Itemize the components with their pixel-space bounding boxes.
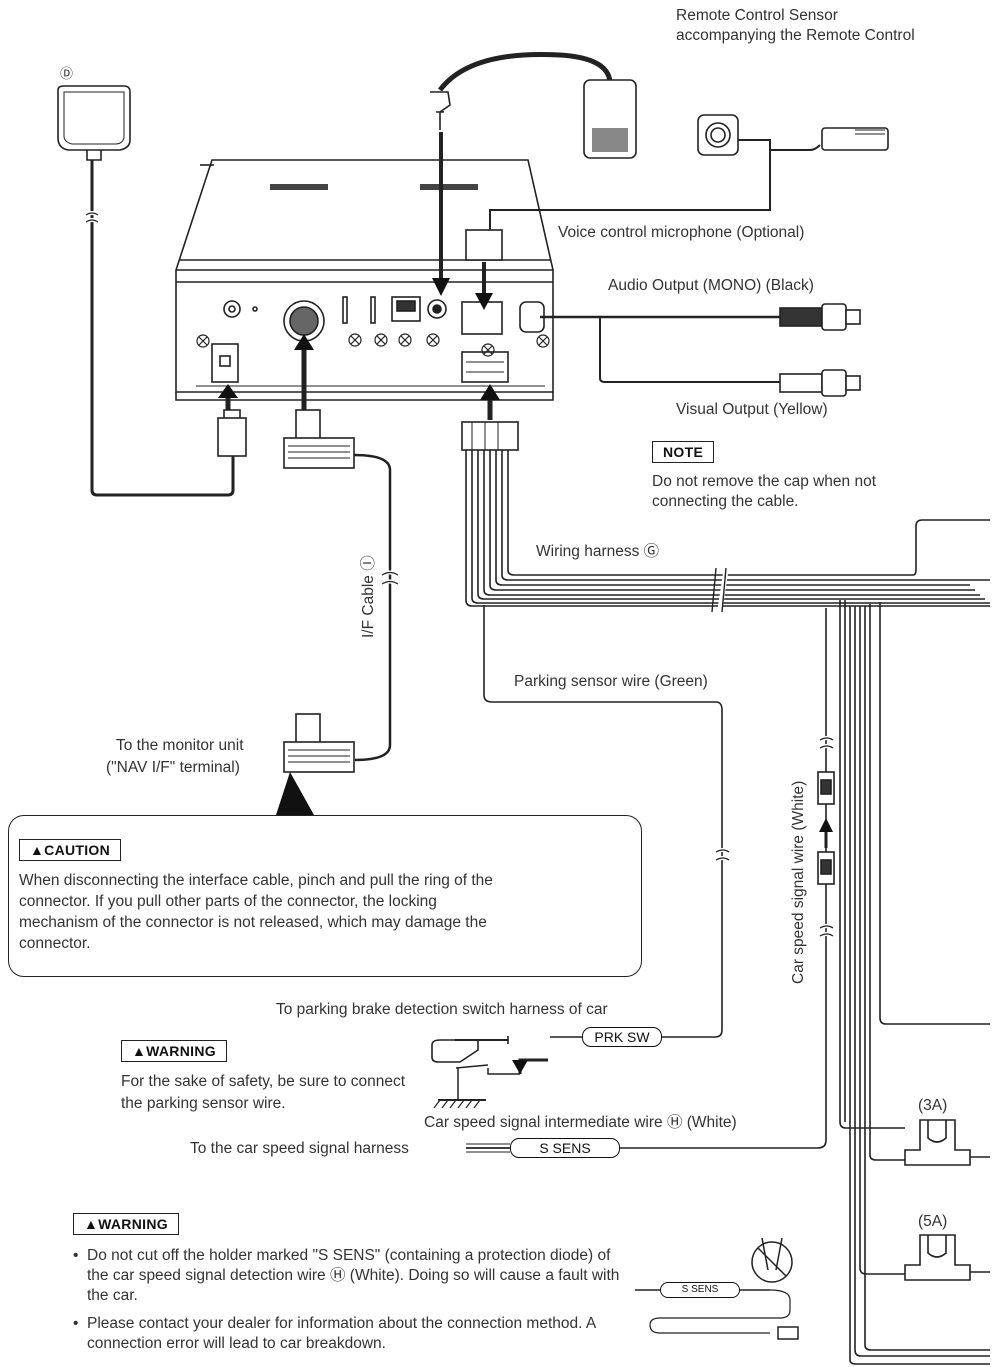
parking-sensor-label: Parking sensor wire (Green) [514, 673, 708, 690]
prk-sw-plug: PRK SW [582, 1027, 662, 1047]
warning2-item: Please contact your dealer for informati… [73, 1314, 625, 1354]
monitor-label-line1: To the monitor unit [116, 737, 244, 754]
warning2-item: Do not cut off the holder marked "S SENS… [73, 1246, 625, 1306]
parking-brake-switch-icon [431, 1036, 548, 1109]
illustration-s-sens-plug: S SENS [660, 1282, 740, 1298]
no-cut-illustration-icon [635, 1237, 799, 1340]
remote-sensor-cable [438, 51, 613, 92]
audio-plug-icon [779, 307, 823, 327]
if-connector-icon [283, 409, 355, 469]
warning1-text: For the sake of safety, be sure to conne… [121, 1073, 406, 1112]
speed-harness-label: To the car speed signal harness [190, 1140, 409, 1157]
warning2-list: Do not cut off the holder marked "S SENS… [73, 1246, 625, 1362]
mic-label: Voice control microphone (Optional) [558, 224, 805, 241]
if-cable-line [353, 453, 392, 762]
microphone-icon [697, 114, 739, 156]
remote-jack-icon [430, 91, 451, 130]
gps-antenna-mark: Ⓓ [60, 66, 74, 81]
caution-badge: ▲CAUTION [19, 839, 122, 861]
if-cable-label: I/F Cable Ⓘ [360, 555, 377, 638]
mic-plug-icon [821, 127, 889, 151]
fuse-3a-label: (3A) [918, 1097, 948, 1114]
visual-plug-icon [779, 373, 823, 393]
if-connector-bottom-icon [283, 713, 355, 773]
harness-connector-icon [461, 421, 519, 451]
gps-cable [90, 160, 235, 497]
audio-output-label: Audio Output (MONO) (Black) [608, 277, 814, 294]
gps-antenna-icon [57, 85, 131, 161]
remote-sensor-label: Remote Control Sensor accompanying the R… [676, 7, 915, 44]
parking-sensor-wire [483, 605, 723, 1038]
monitor-label-line2: ("NAV I/F" terminal) [106, 759, 240, 776]
speed-wire-label: Car speed signal wire (White) [790, 780, 807, 984]
caution-text: When disconnecting the interface cable, … [19, 872, 493, 952]
gps-plug-icon [217, 417, 247, 457]
caution-panel: ▲CAUTION When disconnecting the interfac… [8, 815, 642, 977]
warning1-badge: ▲WARNING [121, 1040, 227, 1062]
s-sens-plug: S SENS [510, 1138, 620, 1158]
visual-output-label: Visual Output (Yellow) [676, 401, 828, 418]
harness-label: Wiring harness Ⓖ [536, 543, 660, 560]
note-text: Do not remove the cap when not connectin… [652, 473, 877, 510]
fuse-5a-label: (5A) [918, 1213, 948, 1230]
note-badge: NOTE [652, 441, 715, 463]
parking-brake-label: To parking brake detection switch harnes… [276, 1001, 608, 1018]
navigation-unit-icon [175, 159, 554, 401]
warning2-badge: ▲WARNING [73, 1213, 179, 1235]
speed-intermediate-label: Car speed signal intermediate wire Ⓗ (Wh… [424, 1114, 737, 1131]
